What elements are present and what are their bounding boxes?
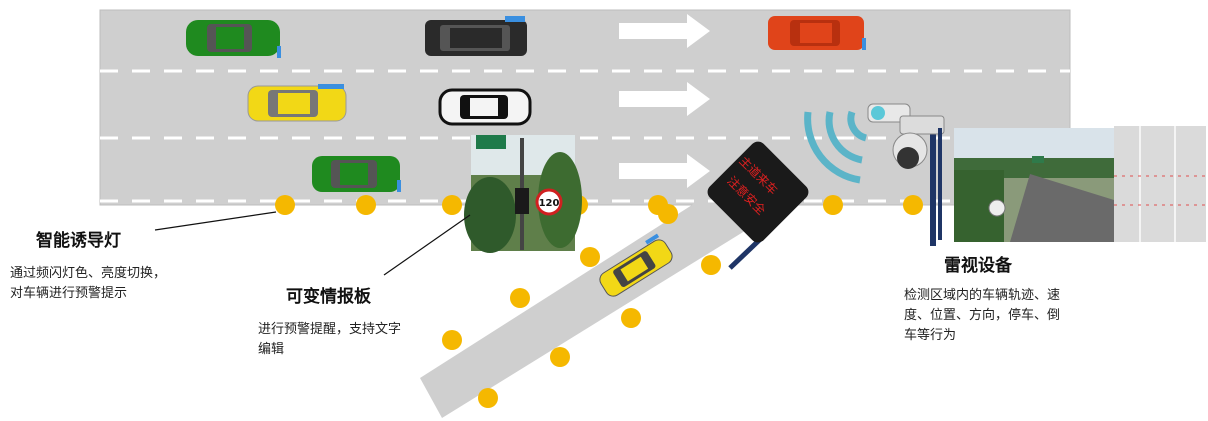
variable-board-leader xyxy=(383,214,471,276)
speed-limit-sign: 120 xyxy=(539,198,560,209)
guide-light-icon xyxy=(903,195,923,215)
warning-sign xyxy=(707,141,809,243)
guide-light-icon xyxy=(356,195,376,215)
guide-light-icon xyxy=(550,347,570,367)
radar-device-desc-line1: 检测区域内的车辆轨迹、速 xyxy=(904,288,1061,303)
variable-board-desc-line1: 进行预警提醒，支持文字 xyxy=(258,322,402,337)
radar-camera-icon xyxy=(867,103,945,246)
direction-arrow-icon xyxy=(619,82,710,116)
radar-camera-photo xyxy=(954,126,1206,242)
car-orange-icon xyxy=(768,16,866,50)
guide-light-icon xyxy=(621,308,641,328)
guide-light-title: 智能诱导灯 xyxy=(36,231,121,251)
direction-arrow-icon xyxy=(619,14,710,48)
variable-board-desc: 进行预警提醒，支持文字 编辑 xyxy=(258,320,401,360)
merge-ramp xyxy=(420,172,782,418)
radar-device-leader xyxy=(938,128,942,240)
guide-light-icon xyxy=(823,195,843,215)
radar-wave-icon xyxy=(825,111,863,164)
car-yellow-merging-icon xyxy=(599,233,673,297)
variable-board-photo xyxy=(464,135,582,253)
guide-light-icon xyxy=(701,255,721,275)
car-black-icon xyxy=(425,16,527,56)
radar-device-desc-line3: 车等行为 xyxy=(904,328,957,343)
guide-light-desc: 通过频闪灯色、亮度切换， 对车辆进行预警提示 xyxy=(10,264,166,304)
guide-light-icon xyxy=(580,247,600,267)
direction-arrow-icon xyxy=(619,154,710,188)
guide-light-icon xyxy=(442,195,462,215)
guide-light-desc-line2: 对车辆进行预警提示 xyxy=(10,286,128,301)
radar-device-desc-line2: 度、位置、方向，停车、倒 xyxy=(904,308,1061,323)
guide-light-leader xyxy=(154,211,277,231)
guide-light-icon xyxy=(478,388,498,408)
radar-device-title: 雷视设备 xyxy=(944,256,1012,276)
radar-device-desc: 检测区域内的车辆轨迹、速 度、位置、方向，停车、倒 车等行为 xyxy=(904,286,1060,346)
radar-wave-icon xyxy=(847,110,868,142)
car-green-icon xyxy=(186,20,281,58)
variable-board-title: 可变情报板 xyxy=(286,287,371,307)
guide-lights xyxy=(275,195,923,408)
guide-light-desc-line1: 通过频闪灯色、亮度切换， xyxy=(10,266,167,281)
car-white-icon xyxy=(438,88,532,126)
guide-light-icon xyxy=(658,204,678,224)
guide-light-icon xyxy=(442,330,462,350)
radar-wave-icon xyxy=(804,111,861,184)
car-green-icon xyxy=(312,156,401,192)
car-yellow-icon xyxy=(247,84,347,122)
guide-light-icon xyxy=(275,195,295,215)
variable-board-desc-line2: 编辑 xyxy=(258,342,285,357)
guide-light-icon xyxy=(510,288,530,308)
